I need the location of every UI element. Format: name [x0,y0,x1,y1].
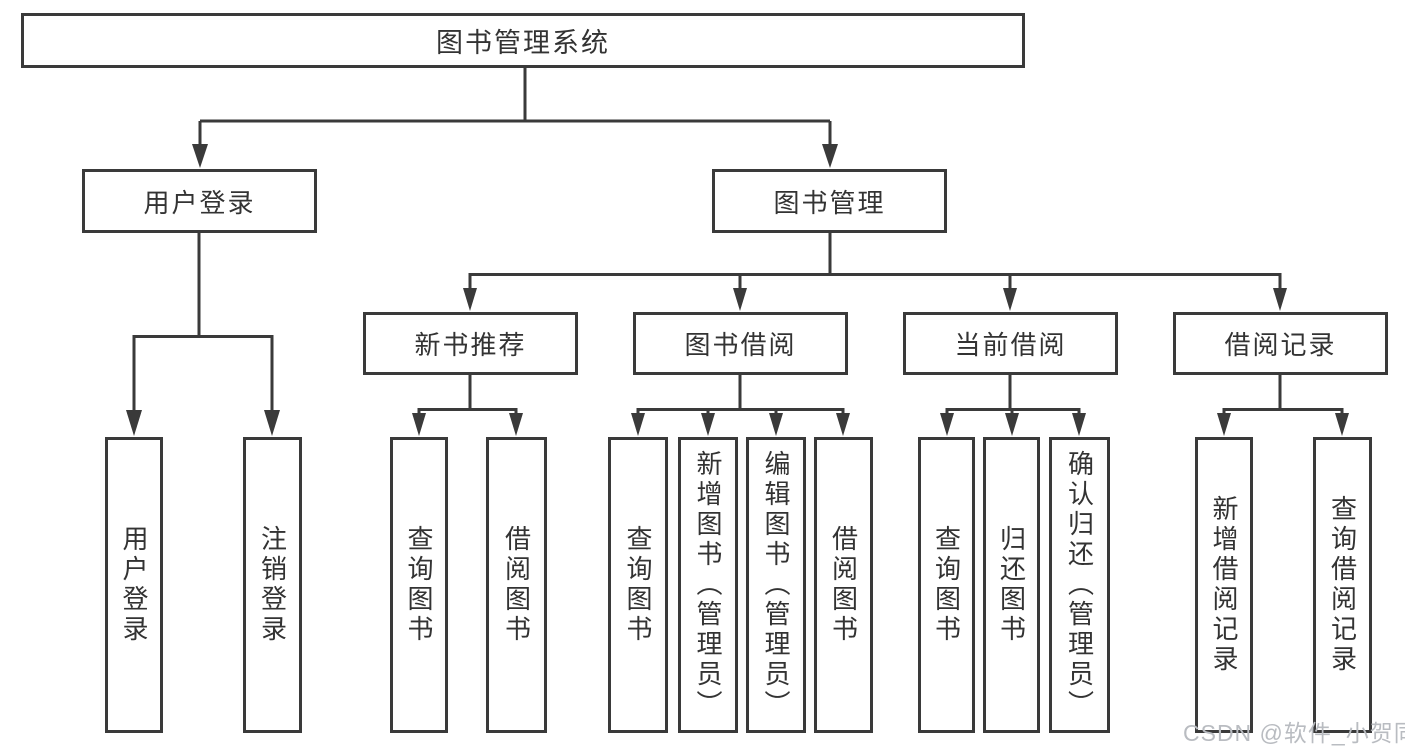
leaf-query-books-recommend: 查询图书 [390,437,448,733]
leaf-edit-books-admin: 编辑图书（管理员） [746,437,806,733]
node-label: 确认归还（管理员） [1064,450,1095,720]
node-root-book-management-system: 图书管理系统 [21,13,1025,68]
node-label: 查询图书 [623,525,653,645]
connector-root-to-level2 [192,68,838,168]
node-label: 新增图书（管理员） [693,450,723,720]
leaf-query-borrow-record: 查询借阅记录 [1313,437,1372,733]
node-user-login: 用户登录 [82,169,317,233]
node-label: 新增借阅记录 [1209,495,1239,675]
node-book-management: 图书管理 [712,169,947,233]
node-book-borrow: 图书借阅 [633,312,848,375]
node-label: 图书借阅 [684,330,797,360]
leaf-add-books-admin: 新增图书（管理员） [678,437,738,733]
node-label: 查询借阅记录 [1327,495,1358,675]
node-label: 借阅图书 [501,525,532,645]
connector-book-management-to-level3 [463,233,1287,311]
node-label: 图书管理系统 [436,28,610,58]
leaf-borrow-books-recommend: 借阅图书 [486,437,547,733]
leaf-query-books-current: 查询图书 [918,437,975,733]
node-label: 查询图书 [404,525,434,645]
node-label: 借阅图书 [828,525,859,645]
node-label: 用户登录 [143,187,256,218]
leaf-confirm-return-admin: 确认归还（管理员） [1049,437,1110,733]
node-label: 用户登录 [119,525,149,645]
connector-current-borrow-to-leaves [940,375,1086,436]
node-label: 编辑图书（管理员） [761,450,791,720]
leaf-user-login: 用户登录 [105,437,163,733]
connector-borrow-record-to-leaves [1217,375,1349,436]
node-new-book-recommend: 新书推荐 [363,312,578,375]
node-label: 注销登录 [257,525,288,645]
node-label: 归还图书 [996,525,1027,645]
node-label: 借阅记录 [1224,330,1337,360]
node-borrow-record: 借阅记录 [1173,312,1388,375]
node-label: 查询图书 [931,525,962,645]
csdn-watermark: CSDN @软件_小贺同学 [1183,720,1405,746]
leaf-query-books-borrow: 查询图书 [608,437,668,733]
node-label: 新书推荐 [414,330,527,360]
connector-user-login-to-leaves [126,233,280,436]
leaf-add-borrow-record: 新增借阅记录 [1195,437,1253,733]
leaf-logout: 注销登录 [243,437,302,733]
connector-new-book-recommend-to-leaves [412,375,523,436]
leaf-borrow-books: 借阅图书 [814,437,873,733]
leaf-return-books: 归还图书 [983,437,1040,733]
node-label: 图书管理 [773,187,886,218]
connector-book-borrow-to-leaves [631,375,850,436]
node-current-borrow: 当前借阅 [903,312,1118,375]
node-label: 当前借阅 [954,330,1067,360]
